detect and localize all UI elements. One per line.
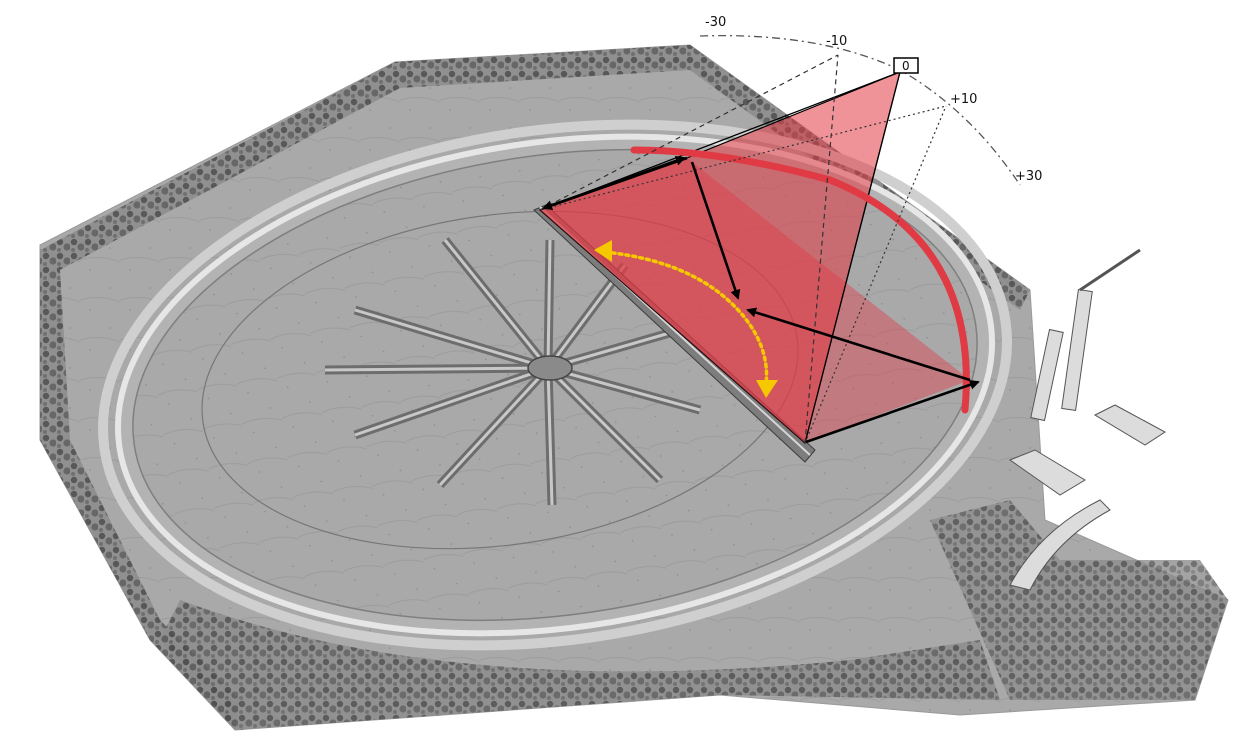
outer-ring-road [98,119,1012,651]
tree-belt-lower [160,600,1000,730]
sight-line-minus-10 [539,54,839,211]
angle-label-plus-10: +10 [950,92,977,107]
arrow-upper-1 [543,155,686,210]
sight-line-plus-10-lower [804,105,947,444]
central-hub [527,355,573,381]
facility-buildings [1008,248,1166,591]
sweep-arrow-head-end [756,380,778,398]
sight-line-minus-10-lower [804,54,839,444]
curved-dotted-arrow-icon [594,240,778,398]
sight-lines [539,54,947,444]
angle-zero-box [893,57,919,74]
track-highlight-arc [630,146,970,414]
angle-label-minus-10: -10 [826,34,847,49]
central-spokes-highlight [324,239,701,506]
angle-label-minus-30: -30 [705,15,726,30]
arrow-from-bottom [805,379,980,444]
angle-scale-labels: -30 -10 0 +10 +30 [705,15,1042,184]
beam-wedge-lower [540,158,970,443]
angle-label-zero: 0 [902,59,910,73]
vector-arrows [542,155,980,444]
arrow-down-to-mid [690,161,741,300]
sweep-arrow-head-start [594,240,612,262]
beam-edge-lower [804,71,901,444]
tree-belt-right [930,500,1228,700]
angle-label-plus-30: +30 [1015,169,1042,184]
arrow-to-right-node [746,307,971,382]
